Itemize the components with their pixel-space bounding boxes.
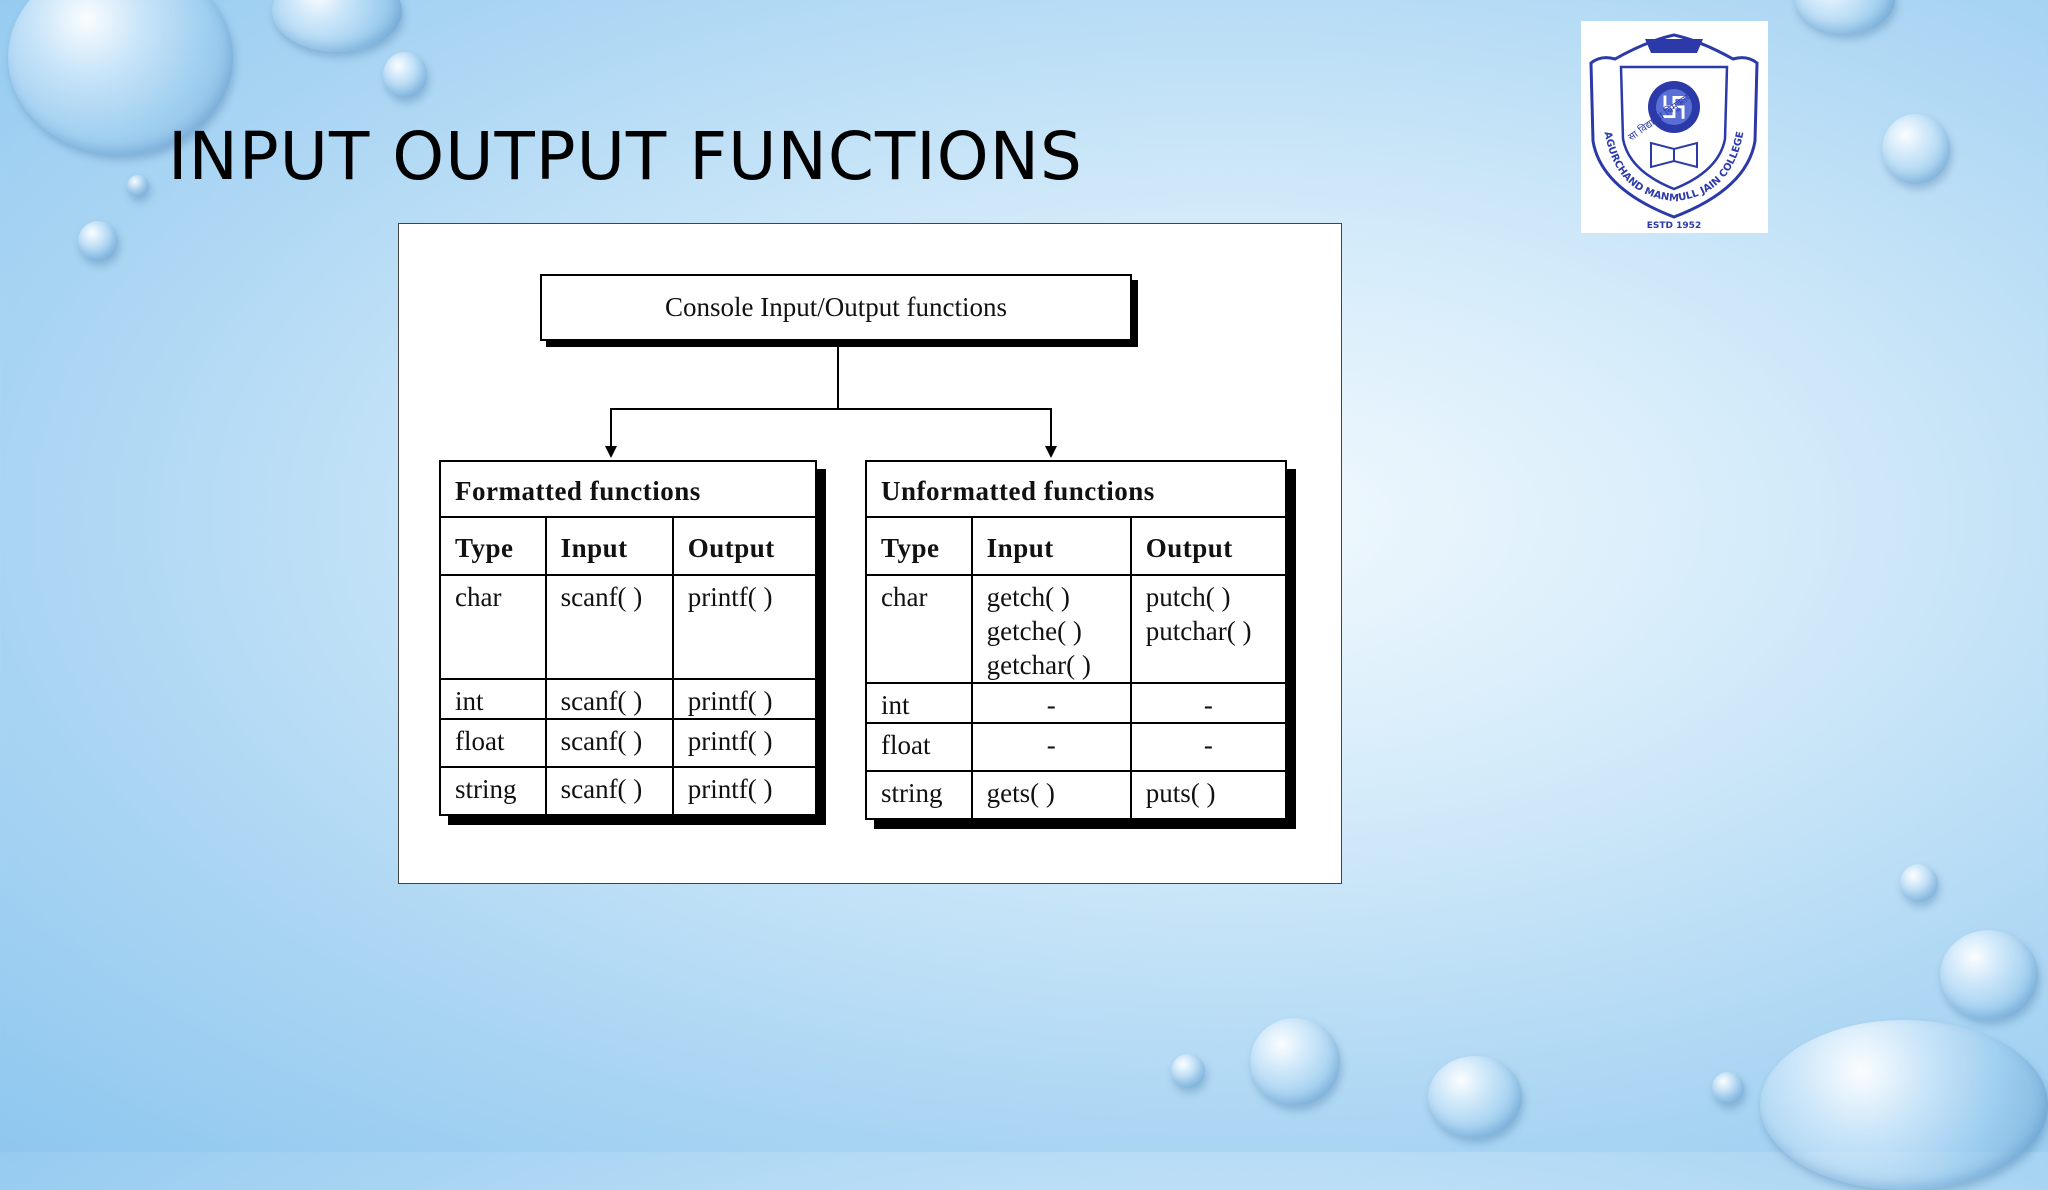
svg-text:卐: 卐 [1661,94,1687,124]
water-drop [1940,930,2038,1020]
water-drop [127,175,149,197]
connector-line [837,345,839,409]
root-box: Console Input/Output functions [540,274,1132,341]
water-drop [272,0,402,52]
io-functions-diagram: Console Input/Output functions Formatted… [398,223,1342,884]
column-header: Input [544,516,674,576]
formatted-functions-table: Formatted functions Type Input Output ch… [439,460,818,816]
water-drop [1900,864,1938,902]
water-drop [78,221,118,261]
unformatted-functions-table: Unformatted functions Type Input Output … [865,460,1288,820]
table-row: string gets( ) puts( ) [865,770,1288,820]
college-logo: 卐 सा विद्या या विमुक्तये AGURCHAND MANMU… [1581,21,1768,233]
column-header: Output [671,516,818,576]
column-header: Output [1129,516,1288,576]
table-row: char getch( ) getche( ) getchar( ) putch… [865,574,1288,684]
column-header: Type [439,516,547,576]
column-header: Type [865,516,973,576]
table-row: string scanf( ) printf( ) [439,766,818,816]
water-drop [383,52,427,98]
water-drop [1712,1072,1744,1104]
table-title: Formatted functions [439,460,817,518]
connector-line [610,408,612,448]
water-drop [1250,1018,1340,1106]
water-drop [1882,114,1950,184]
connector-line [610,408,1052,410]
table-row: float scanf( ) printf( ) [439,718,818,768]
estd-label: ESTD 1952 [1647,221,1701,231]
column-header: Input [970,516,1132,576]
table-title: Unformatted functions [865,460,1287,518]
table-row: int - - [865,682,1288,724]
slide-title: INPUT OUTPUT FUNCTIONS [168,118,1083,195]
water-drop [1428,1056,1522,1138]
arrow-down-icon [1045,446,1057,458]
water-drop [1760,1020,2048,1190]
water-drop [1795,0,1895,34]
table-row: int scanf( ) printf( ) [439,678,818,720]
table-row: float - - [865,722,1288,772]
table-row: char scanf( ) printf( ) [439,574,818,680]
water-drop [1171,1054,1205,1088]
connector-line [1050,408,1052,448]
college-crest-icon: 卐 सा विद्या या विमुक्तये AGURCHAND MANMU… [1589,33,1759,231]
arrow-down-icon [605,446,617,458]
water-drop [8,0,233,155]
